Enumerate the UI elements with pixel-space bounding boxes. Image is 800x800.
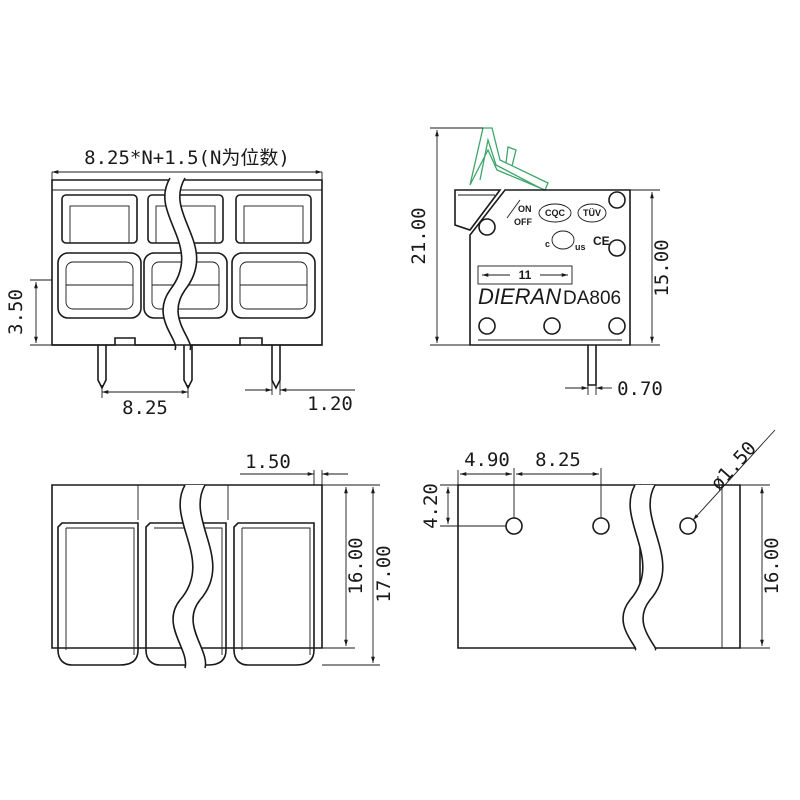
side-view: ON OFF CQC TÜV c us CE 11 DIERAN DA806 2… [408,127,673,400]
top-inner-height-label: 16.00 [345,537,367,594]
front-cell-1 [57,194,142,319]
top-cell-2 [145,522,227,666]
ce-mark: CE [593,234,610,248]
strip-length-label: 11 [519,268,532,282]
front-pitch-label: 8.25 [122,397,168,419]
pcb-hole-3 [679,517,697,535]
pcb-row-offset-label: 4.20 [420,483,442,529]
ul-us-mark: us [575,242,586,252]
off-label: OFF [514,217,532,227]
pin-thickness-label: 0.70 [617,378,663,400]
ul-c-mark: c [545,239,550,249]
cqc-mark: CQC [545,208,566,218]
tuv-mark: TÜV [583,208,601,218]
brand-label: DIERAN [478,284,561,309]
front-view: 8.25*N+1.5(N为位数) [5,147,355,419]
front-cell-3 [231,194,316,319]
pcb-hole-1 [505,517,523,535]
top-outer-height-label: 17.00 [373,545,395,602]
pcb-pitch-label: 8.25 [535,449,581,471]
pcb-hole-dia-label: ø1.50 [706,437,761,494]
lever-open-outline [469,127,549,191]
pcb-hole-2 [592,517,610,535]
side-total-height-label: 21.00 [408,207,430,264]
on-label: ON [518,204,532,214]
pcb-height-label: 16.00 [761,537,783,594]
pcb-edge-offset-label: 4.90 [464,449,510,471]
front-pin-width-label: 1.20 [307,393,353,415]
top-view: 1.50 16.00 17.00 [51,451,395,669]
wall-thickness-label: 1.50 [245,451,291,473]
top-cell-1 [57,522,139,666]
side-body-height-label: 15.00 [651,239,673,296]
model-label: DA806 [563,288,621,309]
pcb-view: 4.90 8.25 4.20 ø1.50 16.00 [420,429,783,651]
front-height-label: 3.50 [5,289,27,335]
width-formula-label: 8.25*N+1.5(N为位数) [84,147,290,169]
top-cell-3 [233,522,315,666]
